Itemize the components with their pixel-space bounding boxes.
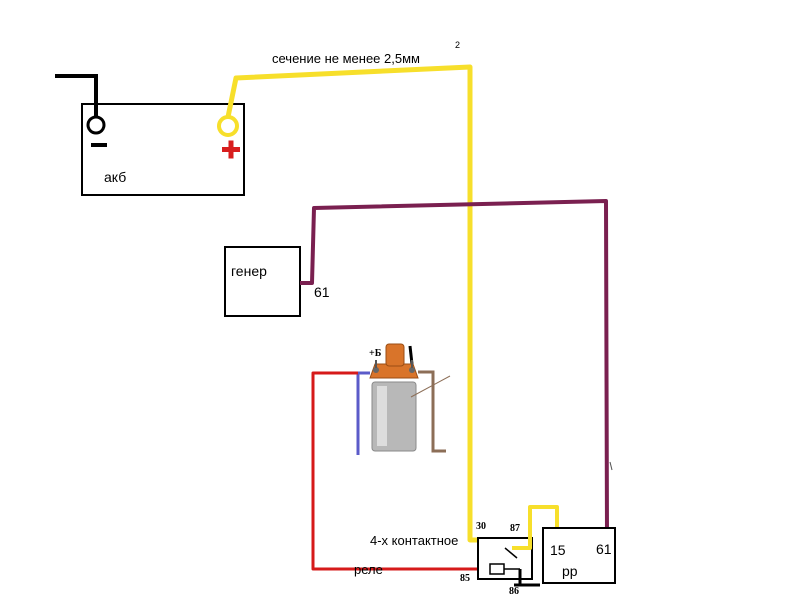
generator-terminal-61: 61	[314, 284, 330, 300]
generator: генер	[224, 246, 301, 317]
battery: акб	[81, 103, 245, 196]
battery-negative-terminal	[86, 115, 106, 135]
ignition-coil: +Б	[369, 343, 419, 452]
battery-label: акб	[104, 169, 126, 185]
regulator-terminal-61: 61	[596, 541, 612, 557]
relay-coil-symbol	[489, 563, 505, 575]
battery-plus-sign	[222, 140, 240, 159]
coil-terminal-right	[409, 367, 415, 373]
coil-terminal-left	[373, 367, 379, 373]
relay-caption-line2: реле	[354, 562, 383, 577]
relay: 30 87 85 86	[460, 521, 540, 597]
wire-section-note: сечение не менее 2,5мм	[272, 51, 420, 66]
power-wire	[225, 64, 478, 543]
relay-caption-line1: 4-х контактное	[370, 533, 458, 548]
generator-box	[224, 246, 301, 317]
relay-pin-86: 86	[509, 586, 519, 597]
coil-blue-lead	[356, 371, 370, 455]
battery-minus-sign	[91, 143, 107, 147]
relay-pin-87: 87	[510, 523, 520, 534]
regulator-terminal-15: 15	[550, 542, 566, 558]
relay-switch	[504, 547, 518, 559]
relay-output-wire	[512, 505, 559, 550]
regulator-box	[542, 527, 616, 584]
battery-positive-terminal	[217, 115, 239, 137]
coil-plus-b-label: +Б	[369, 348, 382, 359]
coil-thin-wire	[410, 375, 451, 398]
coil-brown-lead	[418, 370, 446, 453]
relay-pin-85: 85	[460, 573, 470, 584]
battery-ground-wire	[55, 74, 98, 117]
signal-wire-61	[300, 199, 609, 538]
relay-control-wire	[311, 371, 490, 571]
relay-pin-30: 30	[476, 521, 486, 532]
stray-mark	[609, 461, 613, 471]
regulator-label: рр	[562, 563, 578, 579]
generator-label: генер	[231, 263, 267, 279]
relay-box	[477, 537, 533, 580]
battery-box	[81, 103, 245, 196]
wire-section-superscript: 2	[455, 40, 460, 50]
voltage-regulator: 15 61 рр	[542, 527, 616, 584]
